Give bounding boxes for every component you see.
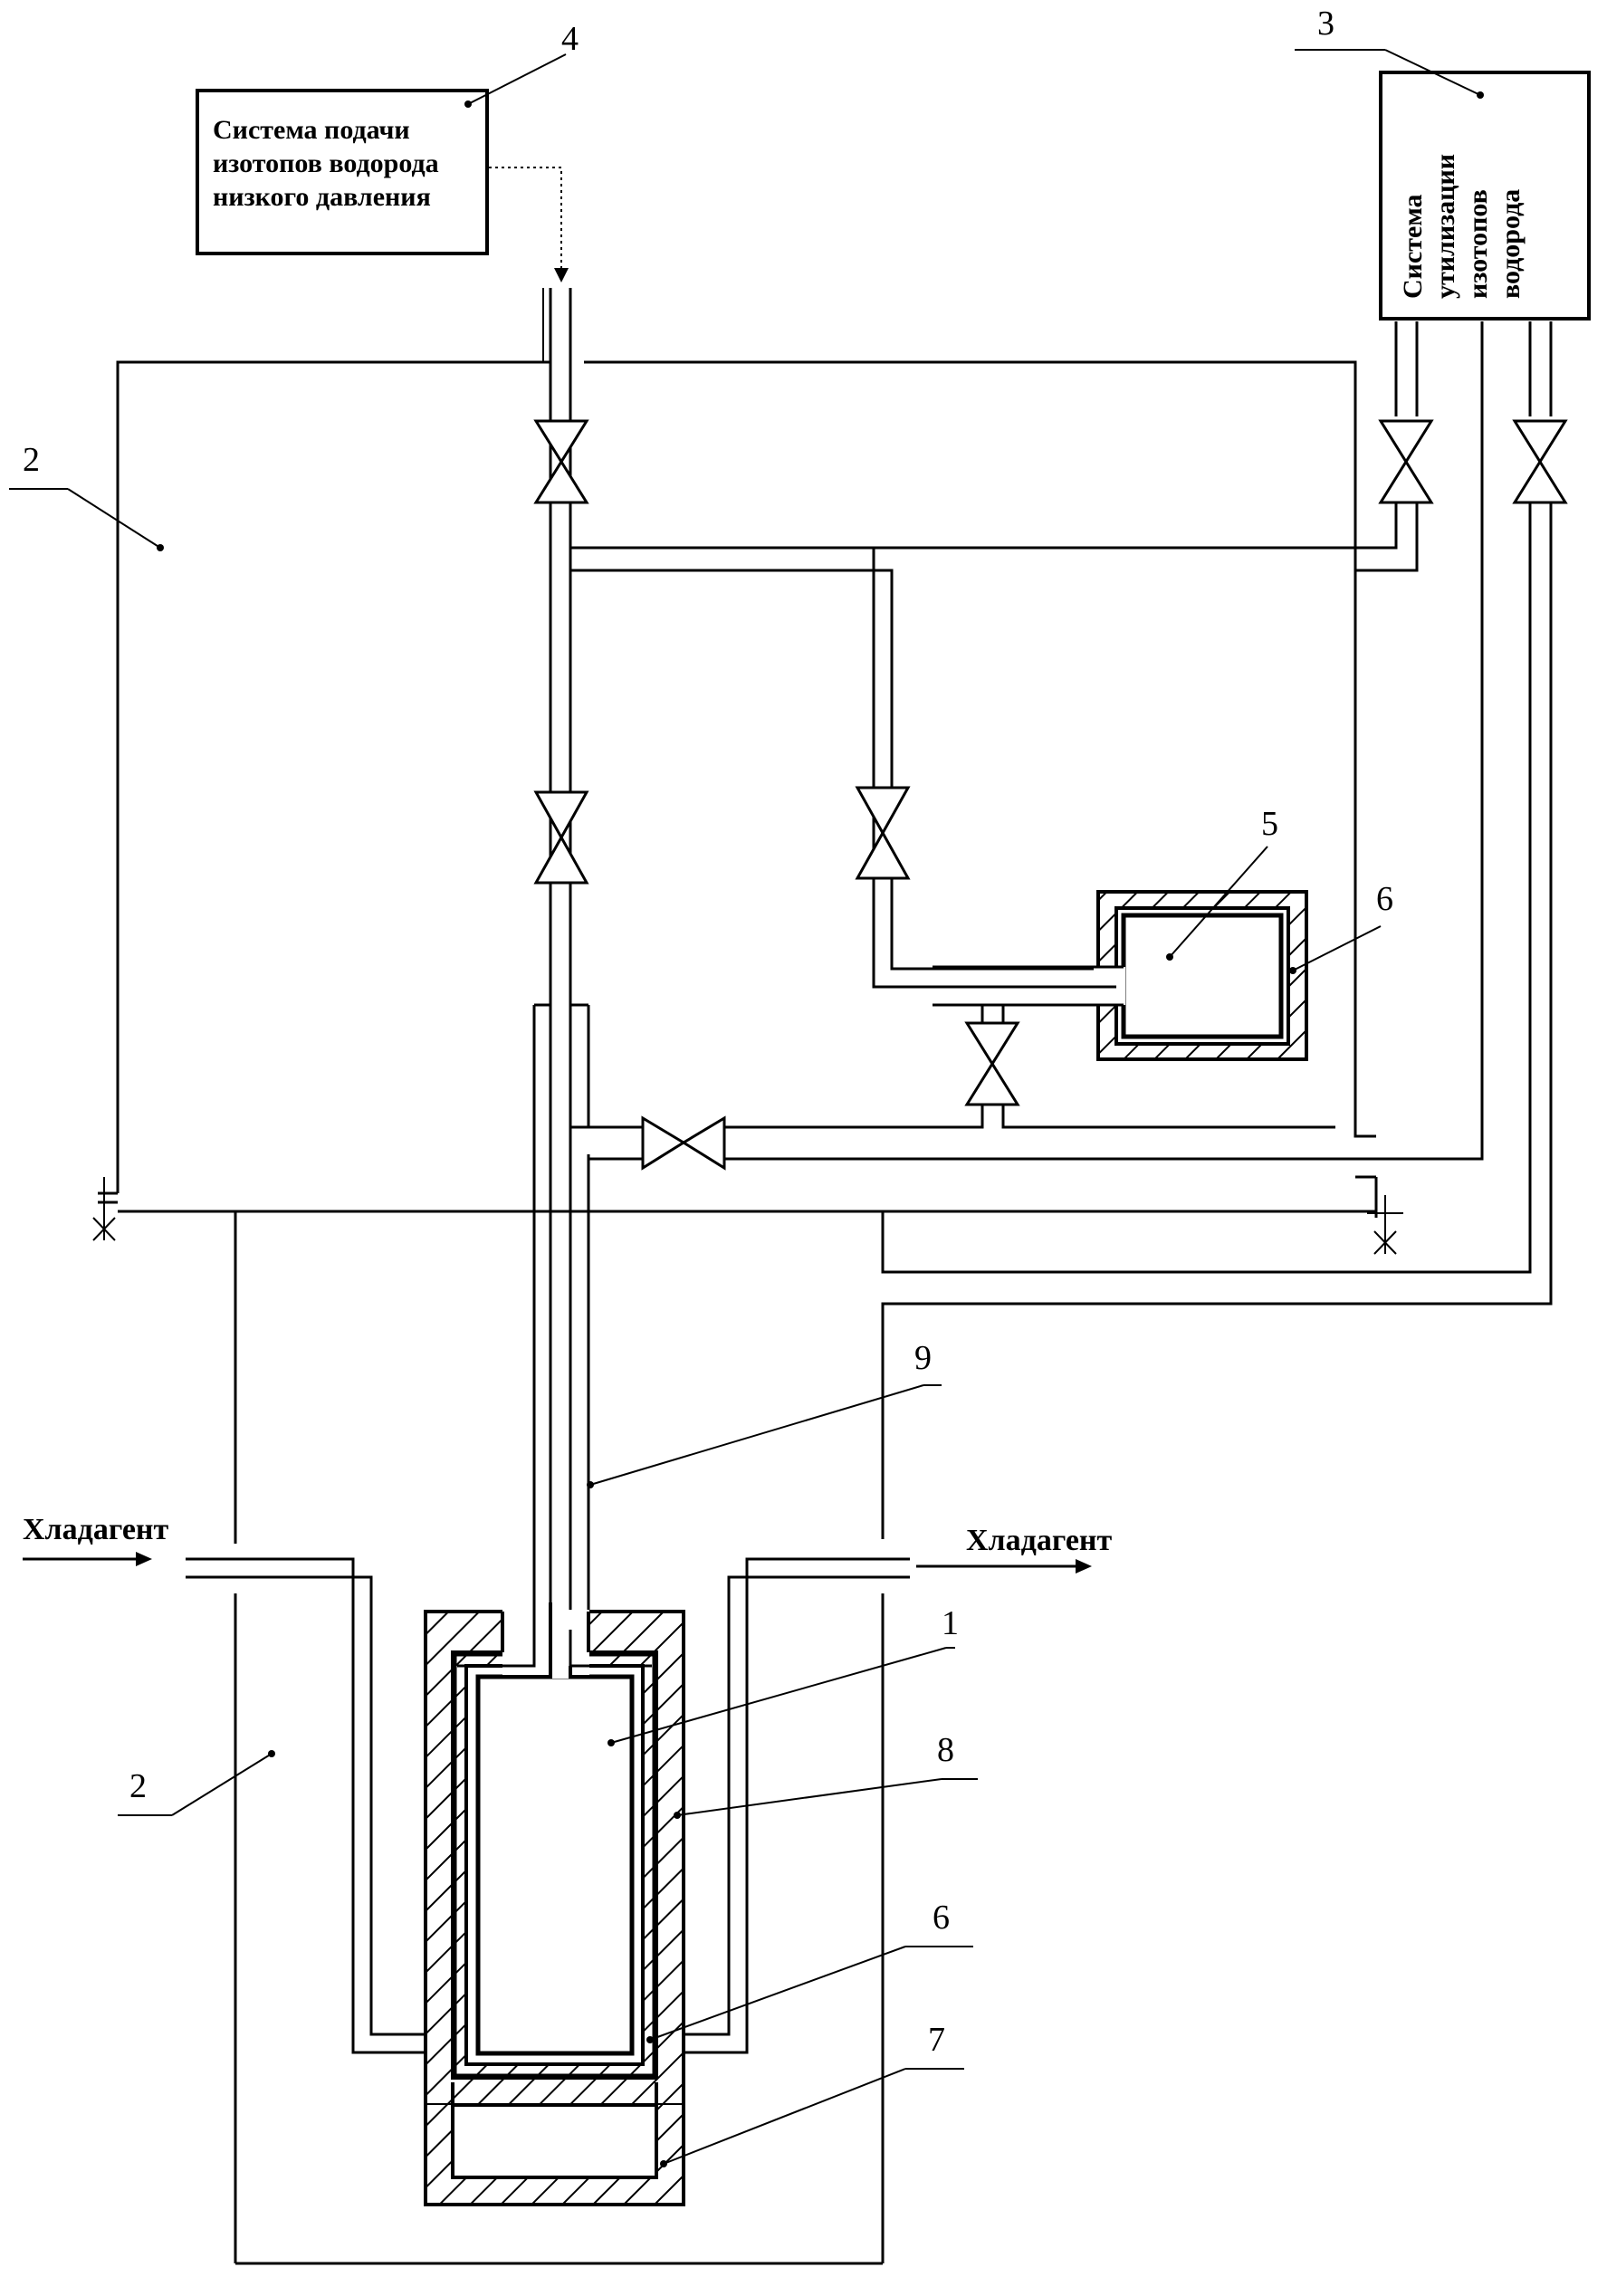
coolant-inlet-pipe-inner — [186, 1577, 426, 2034]
branch-to-recovery-valve-inner — [1355, 502, 1417, 570]
callout-leader-8 — [677, 1779, 942, 1815]
recovery-valve-b-icon — [1515, 421, 1565, 502]
valve-3-to-vessel-outer — [874, 878, 1114, 987]
flange-right-icon — [1355, 1177, 1403, 1254]
coolant-in-label: Хладагент — [23, 1513, 169, 1546]
coolant-inlet-pipe — [186, 1559, 426, 2052]
callout-leader-2-bottom — [172, 1754, 272, 1815]
callout-3: 3 — [1317, 5, 1334, 43]
coolant-jacket-vent-outer — [883, 502, 1530, 1272]
callout-2-bottom: 2 — [129, 1767, 147, 1805]
callout-leader-7 — [664, 2069, 905, 2164]
recovery-system-line-4: водорода — [1496, 189, 1526, 299]
recovery-system-line-3: изотопов — [1463, 189, 1493, 299]
upper-branch-pipe — [570, 502, 1396, 548]
callout-leader-2-top — [68, 489, 160, 548]
recovery-system-block: Система утилизации изотопов водорода 3 — [1295, 5, 1589, 319]
vessel-5 — [1124, 915, 1281, 1037]
supply-arrow-icon — [554, 268, 569, 282]
vessel-1 — [478, 1677, 632, 2053]
callout-6-bottom: 6 — [933, 1899, 950, 1937]
callout-leader-4 — [468, 54, 566, 104]
cup-7-cavity — [453, 2105, 656, 2177]
valve-5-icon — [643, 1118, 724, 1168]
coolant-out-label: Хладагент — [966, 1524, 1113, 1557]
supply-system-line-3: низкого давления — [213, 182, 431, 212]
main-vessel-assembly — [426, 1005, 684, 2205]
valve-3-icon — [857, 788, 908, 878]
flange-left-icon — [93, 1177, 118, 1240]
valve-4-down-left — [724, 1105, 982, 1127]
coolant-in-arrow-icon — [136, 1552, 152, 1566]
callout-leader-9 — [590, 1385, 923, 1485]
recovery-valve-a-icon — [1381, 421, 1431, 502]
callout-5: 5 — [1261, 805, 1278, 843]
supply-system-line-1: Система подачи — [213, 115, 410, 145]
callout-9: 9 — [914, 1339, 932, 1377]
branch-to-valve-3-outer — [570, 570, 892, 788]
supply-feed-line — [489, 167, 561, 272]
recovery-system-line-2: утилизации — [1430, 154, 1460, 299]
supply-system-line-2: изотопов водорода — [213, 148, 439, 178]
valve-4-down-right — [1003, 1105, 1335, 1127]
recovery-system-text: Система утилизации изотопов водорода — [1398, 154, 1526, 299]
callout-8: 8 — [937, 1731, 954, 1769]
coolant-out-arrow-icon — [1076, 1559, 1092, 1574]
supply-system-block: Система подачи изотопов водорода низкого… — [197, 20, 579, 282]
upper-enclosure-left-wall — [118, 362, 550, 1193]
callout-2-top: 2 — [23, 441, 40, 479]
callout-1: 1 — [942, 1604, 959, 1642]
coolant-outlet-pipe — [684, 1559, 910, 2052]
valve-3-to-vessel-inner — [892, 878, 1114, 969]
coolant-outlet-pipe-inner — [684, 1577, 910, 2034]
callout-7: 7 — [928, 2021, 945, 2059]
callout-6-top: 6 — [1376, 880, 1393, 918]
valve-2-icon — [536, 792, 587, 883]
valve-5-left-pipe-bottom — [588, 1154, 643, 1159]
callout-4: 4 — [561, 20, 579, 58]
valve-4-icon — [967, 1023, 1018, 1105]
callout-leader-6-bottom — [650, 1947, 905, 2040]
valve-1-icon — [536, 421, 587, 502]
recovery-system-line-1: Система — [1398, 194, 1428, 299]
